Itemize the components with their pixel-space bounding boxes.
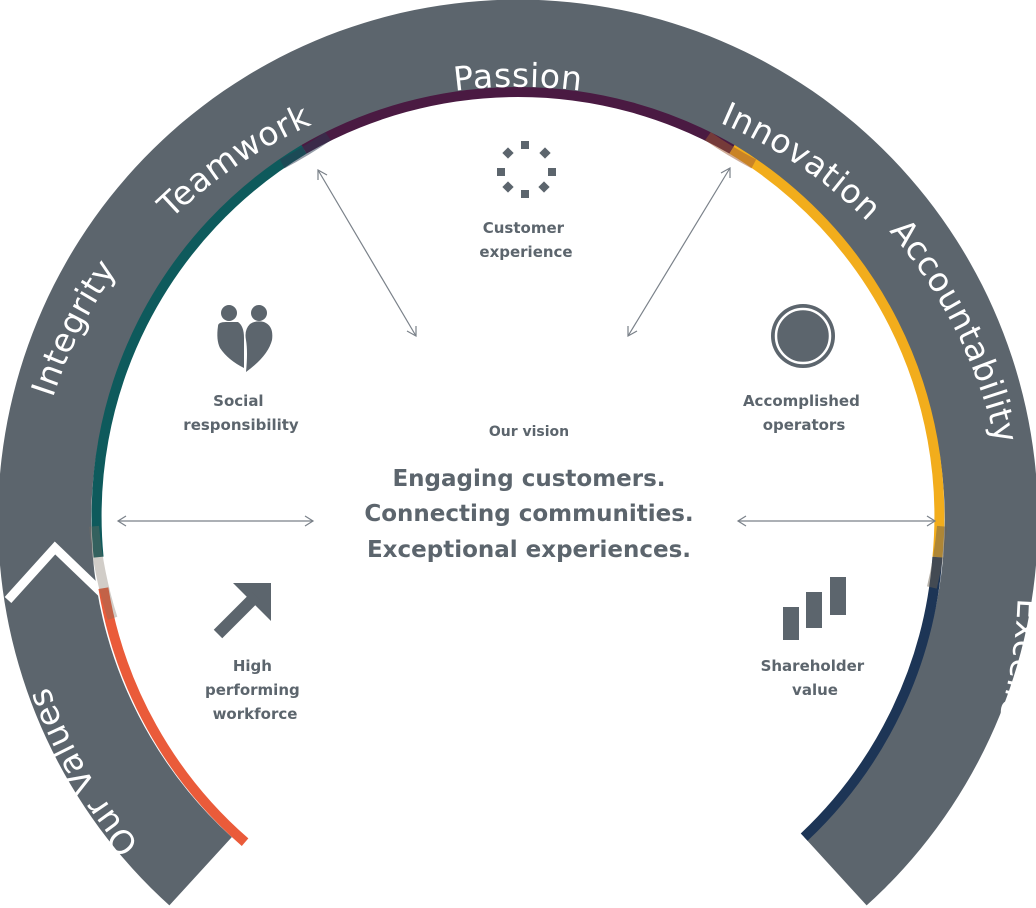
arc-blend-4 [927, 525, 947, 589]
arc-segment-teal [91, 145, 307, 558]
connector-arrows [116, 166, 937, 527]
arc-segment-orange [98, 587, 249, 846]
customer-experience-label: Customer experience [479, 219, 572, 261]
arc-blend-3 [705, 132, 757, 169]
inner-color-arc [89, 86, 947, 846]
rising-bars-icon [783, 577, 846, 640]
ring-notch [4, 541, 109, 604]
arc-segment-navy [800, 556, 943, 841]
vision-line-1: Engaging customers. [392, 466, 665, 492]
dotted-circle-icon [497, 141, 556, 198]
vision-title: Our vision [489, 424, 569, 440]
arrow-upper-right [627, 166, 731, 338]
ring-circle-icon [771, 304, 835, 368]
people-heart-icon [217, 305, 273, 372]
vision-line-2: Connecting communities. [364, 501, 693, 527]
vision-line-3: Exceptional experiences. [367, 537, 691, 563]
up-right-arrow-icon [213, 583, 271, 639]
shareholder-value-label: Shareholder value [761, 657, 870, 699]
arc-blend-1 [89, 525, 118, 620]
arc-segment-plum [301, 86, 735, 154]
arc-blend-2 [279, 132, 331, 169]
arrow-upper-left [317, 168, 417, 338]
arc-segment-gold [729, 145, 945, 558]
arrow-left [116, 515, 315, 527]
accomplished-operators-label: Accomplished operators [743, 392, 865, 434]
arrow-right [736, 515, 937, 527]
social-responsibility-label: Social responsibility [183, 392, 299, 434]
high-performing-workforce-label: High performing workforce [205, 657, 305, 723]
